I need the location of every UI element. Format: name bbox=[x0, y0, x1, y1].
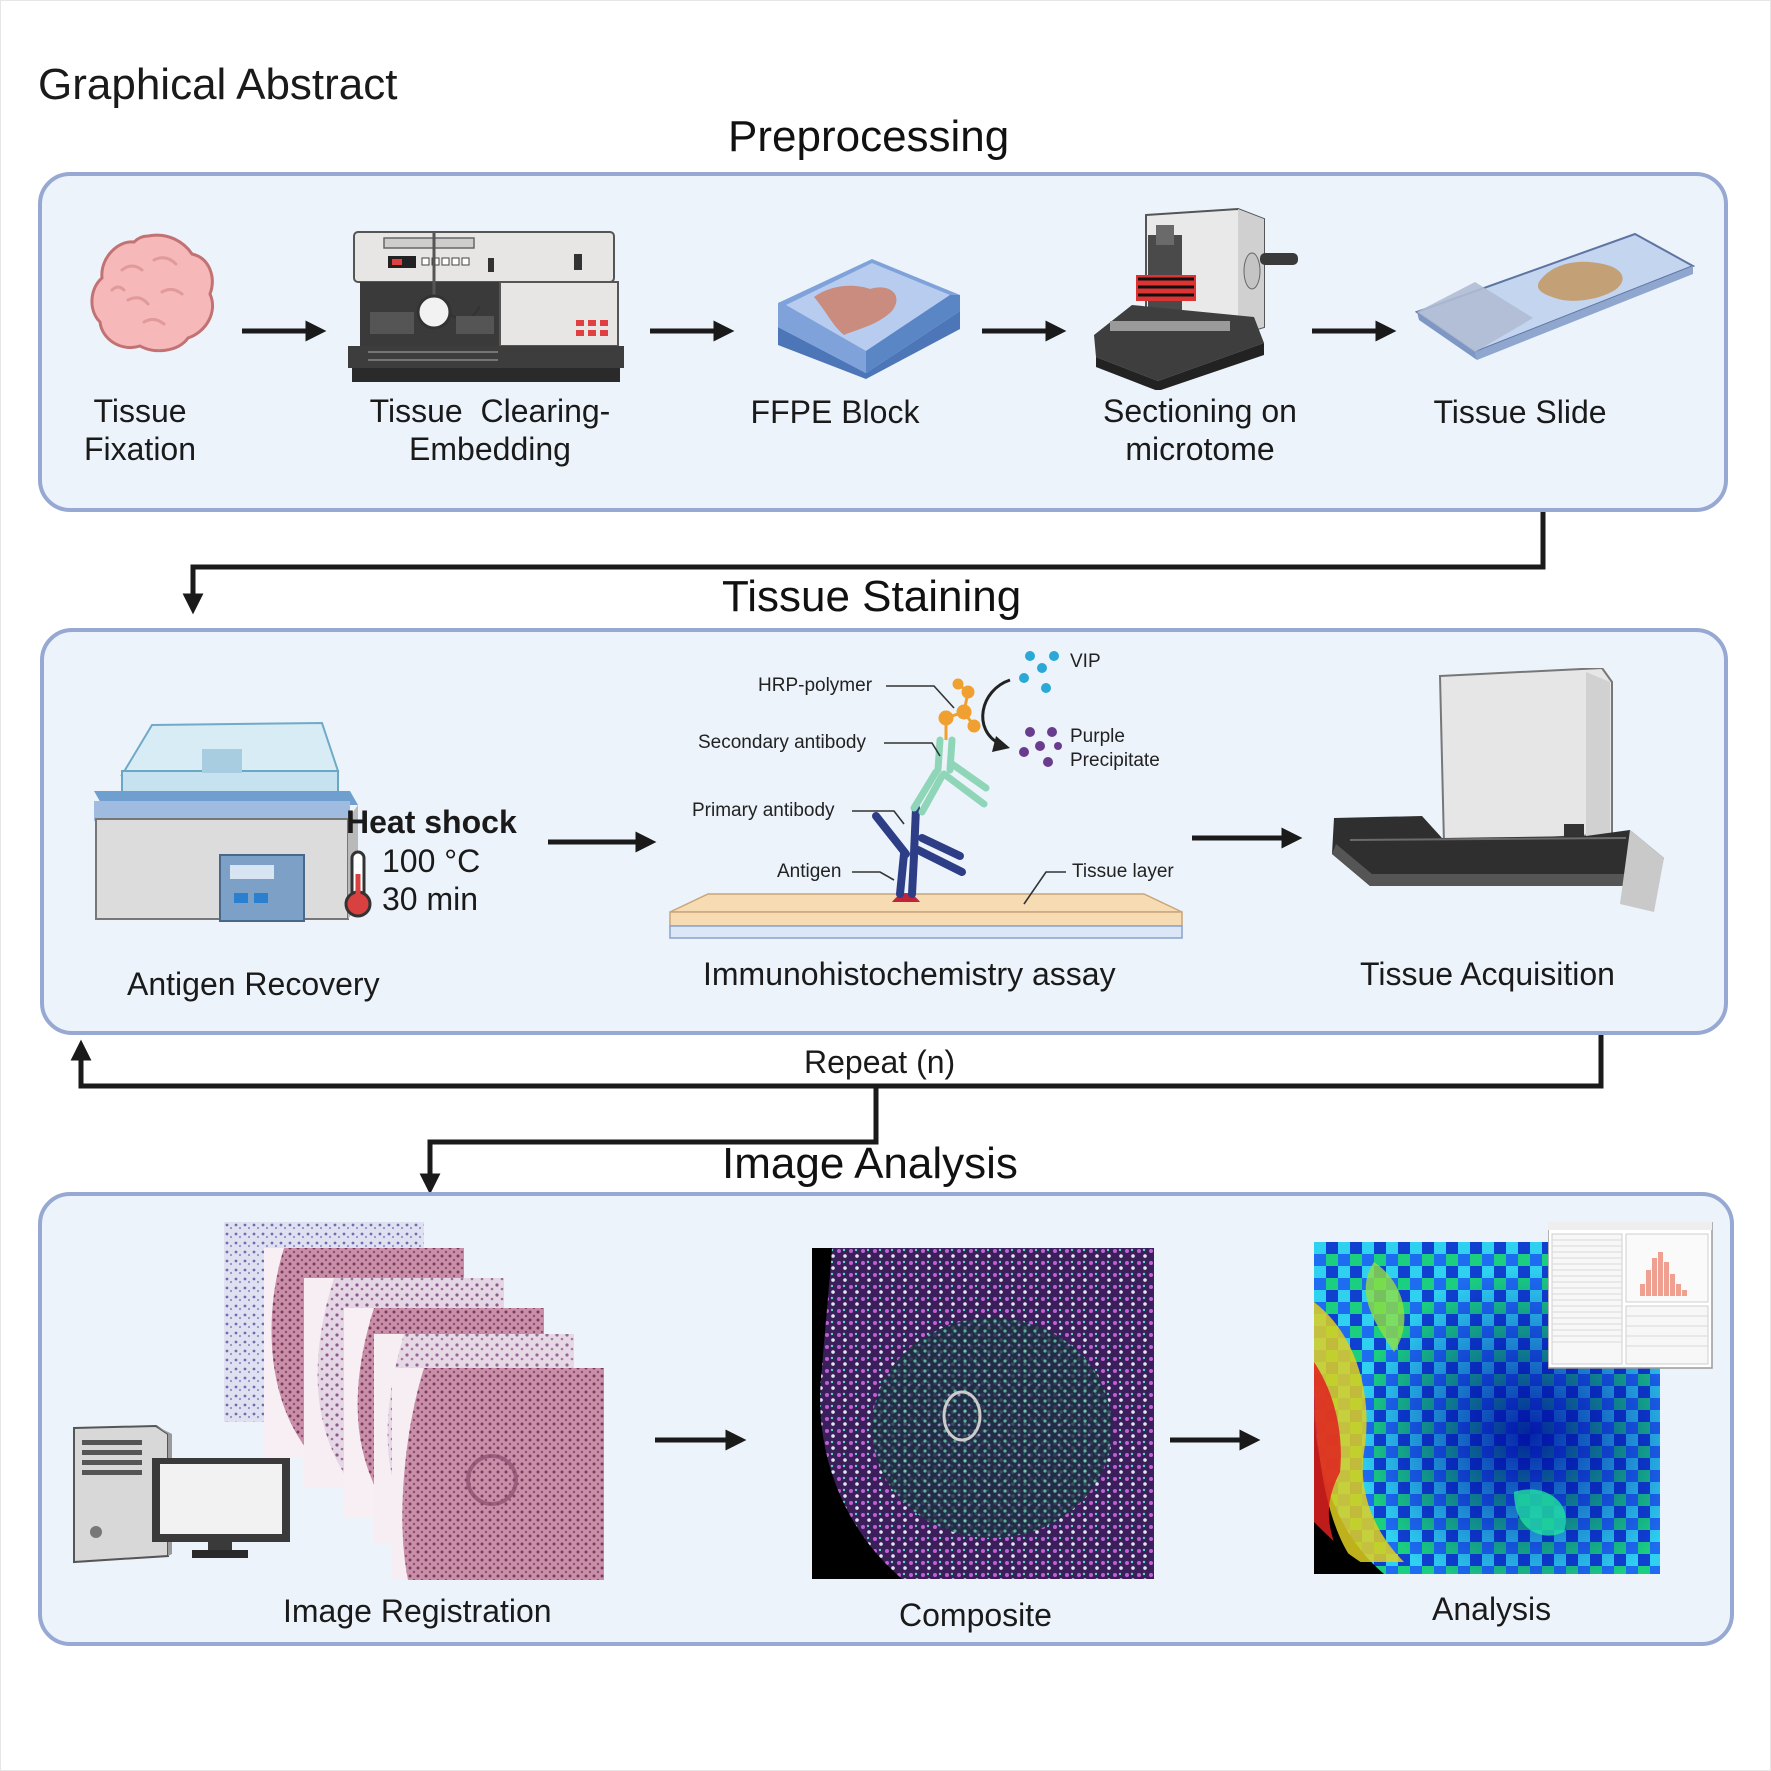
step-label-tissue-acquisition: Tissue Acquisition bbox=[1360, 956, 1615, 992]
composite-image bbox=[812, 1248, 1154, 1579]
heat-shock-title: Heat shock bbox=[346, 804, 517, 840]
tissue-staining-title: Tissue Staining bbox=[722, 572, 1022, 621]
step-label-ffpe-block: FFPE Block bbox=[750, 394, 920, 430]
preprocessing-title: Preprocessing bbox=[728, 112, 1010, 161]
water-bath-icon bbox=[94, 721, 358, 922]
graphical-abstract-title: Graphical Abstract bbox=[38, 60, 398, 109]
computer-icon bbox=[73, 1424, 290, 1564]
step-label-analysis: Analysis bbox=[1432, 1591, 1552, 1627]
ffpe-block-icon bbox=[778, 259, 960, 379]
label-purple: Purple bbox=[1070, 726, 1125, 747]
step-label-ihc-assay: Immunohistochemistry assay bbox=[703, 956, 1116, 992]
label-antigen: Antigen bbox=[777, 861, 842, 882]
label-hrp-polymer: HRP-polymer bbox=[758, 675, 873, 696]
label-primary-antibody: Primary antibody bbox=[692, 800, 835, 821]
embedding-station-icon bbox=[348, 231, 624, 382]
registration-image-stack bbox=[224, 1222, 604, 1580]
analysis-software-window bbox=[1548, 1222, 1713, 1369]
step-label-sectioning: Sectioning on microtome bbox=[1103, 393, 1297, 467]
step-label-tissue-fixation: Tissue Fixation bbox=[83, 393, 197, 467]
slide-scanner-icon bbox=[1332, 668, 1664, 912]
step-label-clearing-embedding: Tissue Clearing-Embedding bbox=[369, 393, 611, 467]
heat-duration: 30 min bbox=[382, 881, 479, 917]
label-tissue-layer: Tissue layer bbox=[1072, 861, 1174, 882]
label-secondary-antibody: Secondary antibody bbox=[698, 732, 866, 753]
image-analysis-title: Image Analysis bbox=[722, 1139, 1018, 1188]
step-label-tissue-slide: Tissue Slide bbox=[1433, 394, 1607, 430]
step-label-image-registration: Image Registration bbox=[283, 1593, 552, 1629]
preprocessing-arrows bbox=[242, 320, 1397, 342]
glass-slide-icon bbox=[1415, 232, 1695, 360]
microtome-icon bbox=[1094, 207, 1298, 390]
tissue-blob-icon bbox=[90, 233, 214, 353]
step-label-composite: Composite bbox=[899, 1597, 1052, 1633]
label-vip: VIP bbox=[1070, 651, 1101, 672]
label-precipitate: Precipitate bbox=[1070, 750, 1160, 771]
repeat-label: Repeat (n) bbox=[804, 1044, 956, 1080]
thermometer-icon bbox=[344, 850, 372, 918]
step-label-antigen-recovery: Antigen Recovery bbox=[127, 966, 380, 1002]
heat-temperature: 100 °C bbox=[382, 843, 481, 879]
